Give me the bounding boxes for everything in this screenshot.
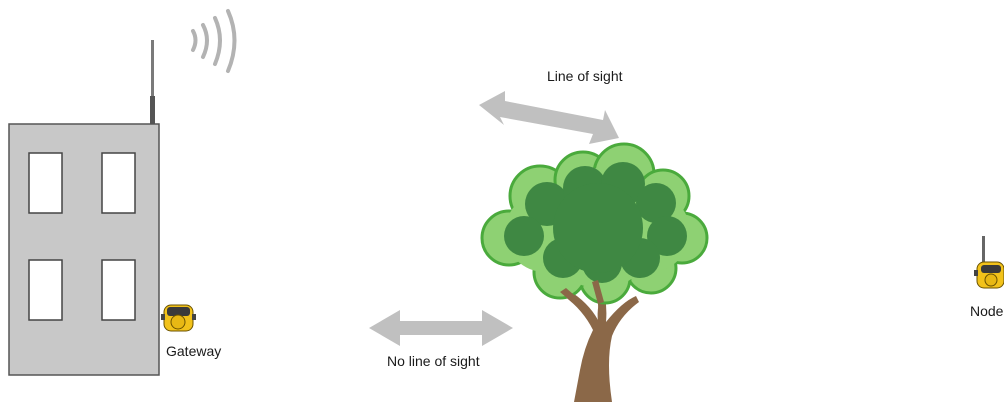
node-label: Node bbox=[970, 303, 1004, 319]
tree-trunk bbox=[564, 278, 639, 402]
building-icon bbox=[8, 123, 160, 376]
no-line-of-sight-label: No line of sight bbox=[387, 353, 480, 369]
radio-waves-icon bbox=[191, 9, 237, 73]
gateway-device-icon bbox=[161, 304, 196, 332]
double-arrow-icon bbox=[479, 91, 619, 144]
tree-icon bbox=[480, 142, 709, 402]
building-window bbox=[28, 152, 63, 214]
building-window bbox=[101, 152, 136, 214]
node-device-icon bbox=[974, 236, 1004, 289]
gateway-label: Gateway bbox=[166, 343, 222, 359]
antenna-icon bbox=[150, 40, 155, 124]
double-arrow-icon bbox=[369, 310, 513, 346]
building-window bbox=[101, 259, 136, 321]
line-of-sight-label: Line of sight bbox=[547, 68, 623, 84]
building-window bbox=[28, 259, 63, 321]
